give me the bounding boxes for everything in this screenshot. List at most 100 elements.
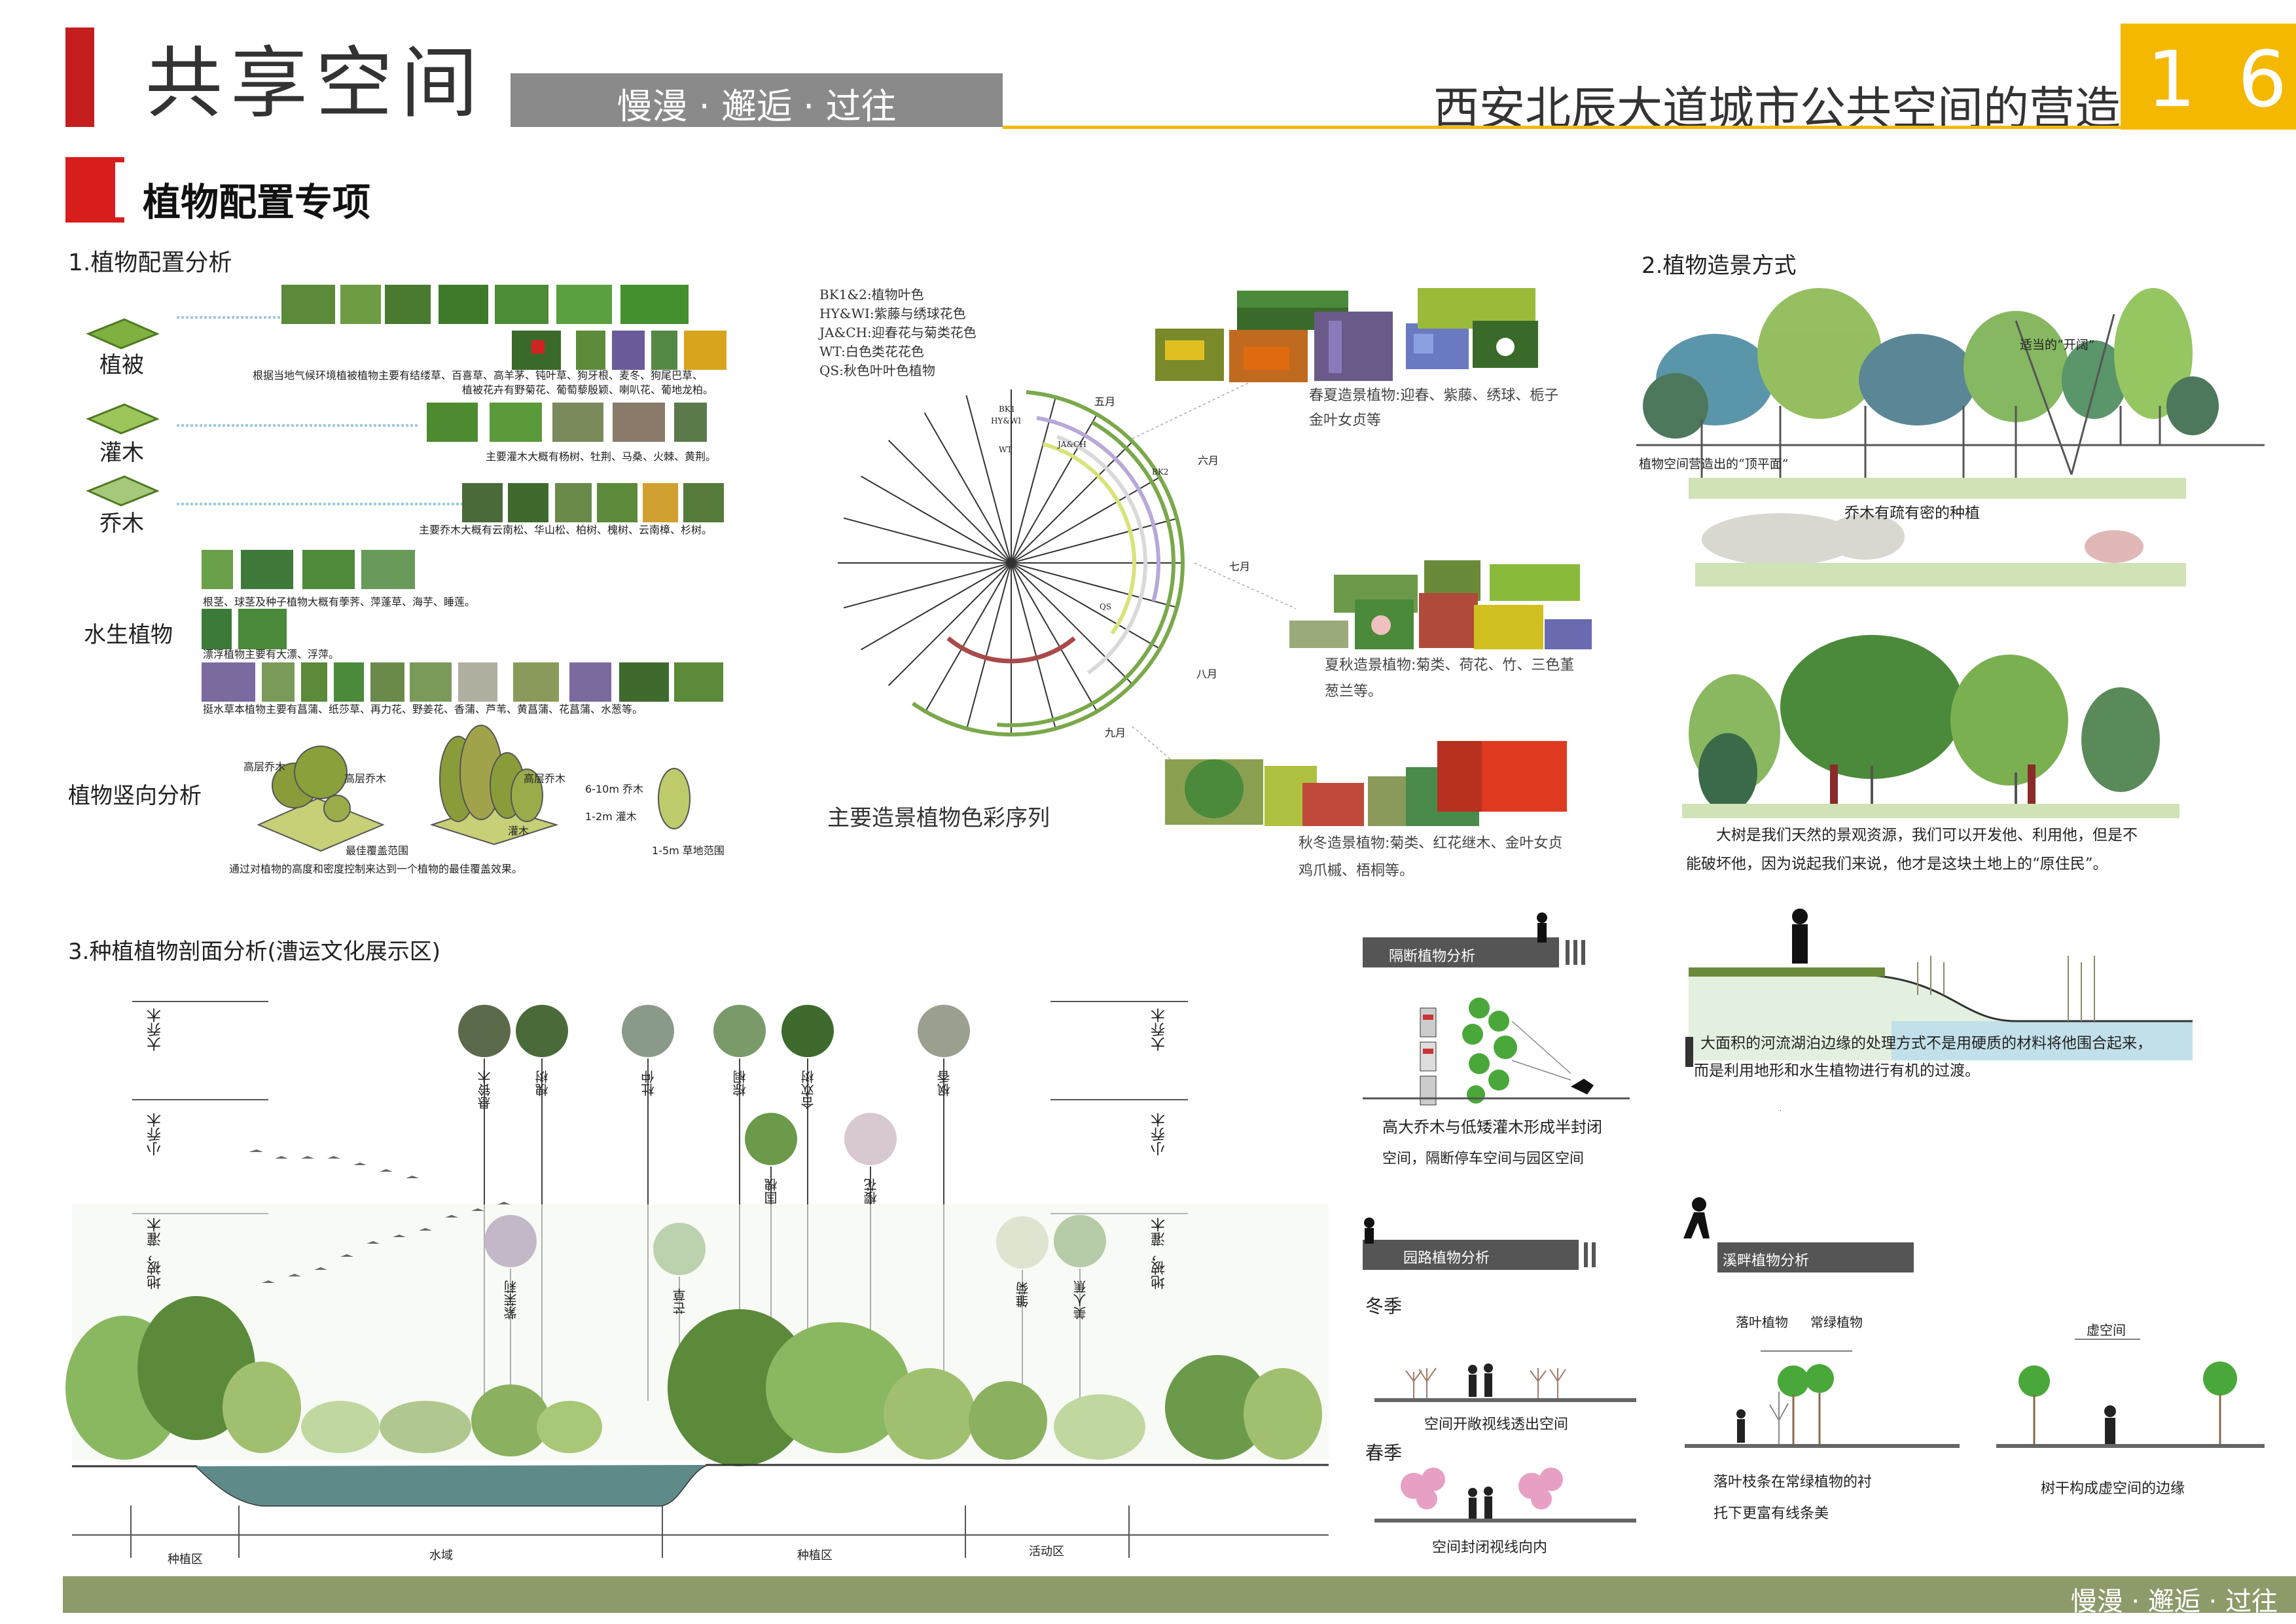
desc-vegetation-2: 植被花卉有野菊花、葡萄藜殷颖、喇叭花、葡地龙柏。 bbox=[462, 384, 714, 396]
zone-label: 种植区 bbox=[797, 1549, 833, 1562]
s2-title: 2.植物造景方式 bbox=[1641, 253, 1797, 279]
s2-text-1: 大树是我们天然的景观资源，我们可以开发他、利用他，但是不 bbox=[1716, 827, 2138, 844]
wheel-arc bbox=[946, 636, 1076, 664]
wheel-arc bbox=[1036, 416, 1160, 602]
s2-open-label: 适当的“开阔” bbox=[2020, 338, 2095, 352]
road-title: 园路植物分析 bbox=[1403, 1250, 1490, 1267]
section-red-mark bbox=[65, 157, 124, 223]
spring-caption-1: 春夏造景植物:迎春、紫藤、绣球、栀子 bbox=[1309, 388, 1559, 404]
s1-title: 1.植物配置分析 bbox=[68, 249, 232, 276]
ring-tag: QS bbox=[1100, 602, 1112, 611]
vert-label: 1-5m 草地范围 bbox=[652, 844, 725, 857]
footer-bar bbox=[63, 1576, 2296, 1613]
vert-caption: 通过对植物的高度和密度控制来达到一个植物的最佳覆盖效果。 bbox=[229, 863, 523, 875]
s2-text-3: 大面积的河流湖泊边缘的处理方式不是用硬质的材料将他围合起来， bbox=[1700, 1035, 2152, 1052]
stream-caption-3: 树干构成虚空间的边缘 bbox=[2041, 1481, 2185, 1497]
stream-title: 溪畔植物分析 bbox=[1723, 1253, 1810, 1269]
legend-item: HY&WI:紫藤与绣球花色 bbox=[819, 306, 966, 321]
isolation-title: 隔断植物分析 bbox=[1389, 948, 1476, 965]
cat-tree: 乔木 bbox=[99, 511, 144, 537]
plant-icon bbox=[516, 1005, 568, 1057]
page-number-box bbox=[2121, 24, 2296, 130]
spring-caption-2: 金叶女贞等 bbox=[1309, 412, 1382, 429]
slogan-text: 慢漫 · 邂逅 · 过往 bbox=[617, 86, 897, 127]
desc-aquatic-3: 挺水草本植物主要有菖蒲、纸莎草、再力花、野姜花、香蒲、芦苇、黄菖蒲、花菖蒲、水葱… bbox=[203, 703, 643, 715]
vert-label: 高层乔木 bbox=[243, 761, 286, 773]
desc-aquatic-2: 漂浮植物主要有大漂、浮萍。 bbox=[203, 648, 340, 660]
header-red-bar bbox=[65, 27, 94, 127]
plant-icon bbox=[781, 1005, 834, 1057]
vert-label: 最佳覆盖范围 bbox=[346, 844, 409, 857]
legend-item: JA&CH:迎春花与菊类花色 bbox=[819, 325, 977, 340]
plant-icon bbox=[745, 1113, 797, 1165]
cat-aquatic: 水生植物 bbox=[84, 622, 173, 648]
winter-label: 冬季 bbox=[1365, 1295, 1403, 1317]
header-underline bbox=[1003, 126, 2125, 129]
vert-label: 灌木 bbox=[508, 825, 529, 837]
plant-icon bbox=[918, 1005, 970, 1057]
footer-slogan: 慢漫 · 邂逅 · 过往 bbox=[2070, 1587, 2278, 1617]
vertical-analysis-title: 植物竖向分析 bbox=[68, 783, 202, 809]
stream-label: 常绿植物 bbox=[1810, 1314, 1863, 1330]
plant-icon bbox=[622, 1005, 674, 1057]
s2-density-label: 乔木有疏有密的种植 bbox=[1844, 505, 1980, 522]
s2-text-4: 而是利用地形和水生植物进行有机的过渡。 bbox=[1694, 1062, 1980, 1079]
zone-label: 种植区 bbox=[168, 1553, 203, 1566]
desc-tree: 主要乔木大概有云南松、华山松、柏树、槐树、云南樟、杉树。 bbox=[419, 524, 713, 536]
stream-caption-1: 落叶枝条在常绿植物的衬 bbox=[1713, 1474, 1873, 1490]
plant-icon bbox=[458, 1005, 511, 1057]
s2-ceiling-label: 植物空间营造出的“顶平面” bbox=[1639, 457, 1789, 471]
isolation-caption-1: 高大乔木与低矮灌木形成半封闭 bbox=[1382, 1118, 1602, 1136]
vert-label: 高层乔木 bbox=[344, 772, 387, 785]
legend-item: WT:白色类花花色 bbox=[819, 344, 924, 359]
spring-label: 春季 bbox=[1365, 1442, 1403, 1464]
month-jul: 七月 bbox=[1229, 560, 1251, 573]
ring-tag: WT bbox=[999, 445, 1013, 454]
ring-tag: BK1 bbox=[999, 405, 1016, 414]
page-number: 16 bbox=[2147, 34, 2287, 124]
month-jun: 六月 bbox=[1198, 454, 1219, 467]
plant-icon bbox=[713, 1005, 766, 1057]
slogan-box bbox=[511, 73, 1003, 127]
stream-label: 落叶植物 bbox=[1736, 1314, 1788, 1330]
winter-caption: 空间开敞视线透出空间 bbox=[1424, 1416, 1569, 1433]
wheel-arc bbox=[1056, 435, 1147, 675]
summer-caption-2: 葱兰等。 bbox=[1325, 683, 1383, 700]
cat-shrub: 灌木 bbox=[99, 440, 144, 466]
wheel-legend: BK1&2:植物叶色 HY&WI:紫藤与绣球花色 JA&CH:迎春花与菊类花色 … bbox=[819, 285, 977, 380]
desc-shrub: 主要灌木大概有杨树、牡荆、马桑、火棘、黄荆。 bbox=[486, 450, 717, 463]
isolation-caption-2: 空间，隔断停车空间与园区空间 bbox=[1382, 1151, 1585, 1167]
s3-title: 3.种植植物剖面分析(漕运文化展示区) bbox=[68, 939, 440, 965]
wheel-spoke bbox=[843, 517, 1179, 609]
stream-caption-2: 托下更富有线条美 bbox=[1713, 1506, 1829, 1522]
autumn-caption-2: 鸡爪槭、梧桐等。 bbox=[1299, 863, 1414, 879]
legend-item: BK1&2:植物叶色 bbox=[819, 287, 924, 302]
section-red-mark-inner bbox=[115, 162, 124, 217]
section-title: 植物配置专项 bbox=[143, 180, 371, 225]
spring-caption: 空间封闭视线向内 bbox=[1432, 1540, 1548, 1556]
wheel-arc bbox=[1042, 442, 1136, 635]
wheel-title: 主要造景植物色彩序列 bbox=[827, 805, 1050, 831]
plant-icon bbox=[844, 1113, 897, 1165]
zone-label: 活动区 bbox=[1029, 1545, 1064, 1559]
month-aug: 八月 bbox=[1196, 668, 1218, 680]
stream-label: 虚空间 bbox=[2087, 1322, 2126, 1338]
desc-aquatic-1: 根茎、球茎及种子植物大概有荸荠、萍蓬草、海芋、睡莲。 bbox=[203, 596, 476, 608]
legend-item: QS:秋色叶叶色植物 bbox=[819, 363, 935, 378]
cat-vegetation: 植被 bbox=[99, 352, 144, 378]
month-may: 五月 bbox=[1094, 395, 1116, 408]
autumn-caption-1: 秋冬造景植物:菊类、红花继木、金叶女贞 bbox=[1299, 835, 1563, 852]
page-title: 共享空间 bbox=[145, 38, 486, 128]
vert-label: 高层乔木 bbox=[524, 772, 566, 785]
zone-label: 水域 bbox=[429, 1549, 453, 1562]
wheel-arc bbox=[997, 420, 1175, 727]
wheel-arc bbox=[912, 390, 1185, 736]
vert-label: 1-2m 灌木 bbox=[585, 810, 637, 823]
summer-caption-1: 夏秋造景植物:菊类、荷花、竹、三色堇 bbox=[1325, 657, 1575, 674]
vert-label: 6-10m 乔木 bbox=[585, 783, 643, 795]
